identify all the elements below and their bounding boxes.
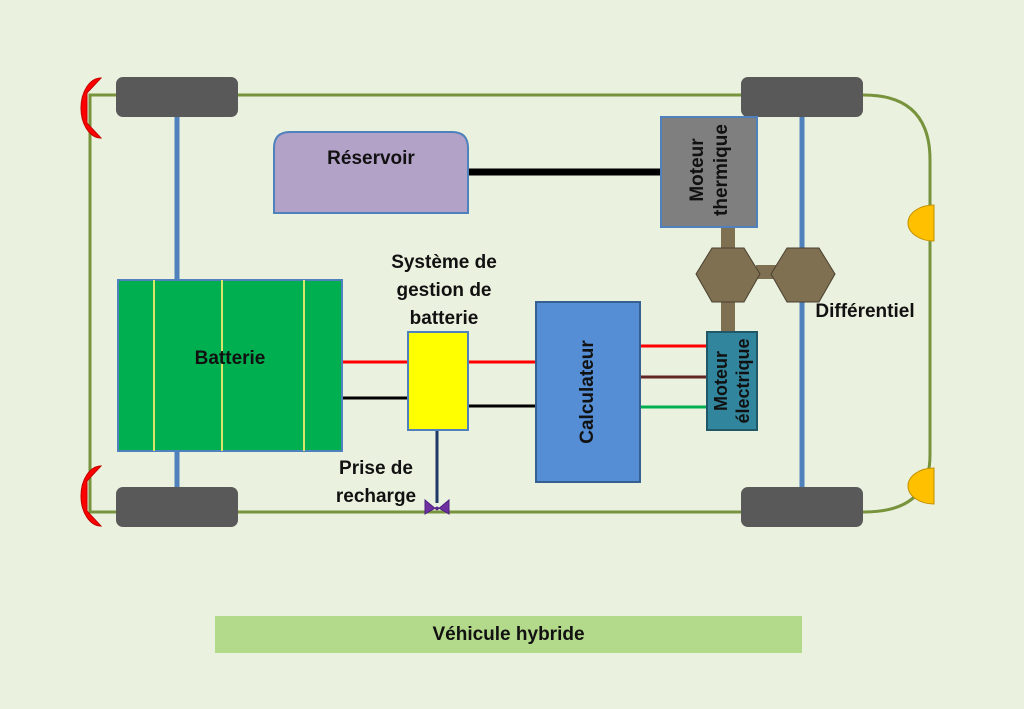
wheel-front-bottom — [741, 487, 863, 527]
calculator-box — [535, 301, 641, 483]
head-light-top — [907, 204, 935, 242]
tail-light-top — [80, 77, 103, 139]
shaft-gear-electric — [721, 298, 735, 334]
shaft-thermal-gear — [721, 226, 735, 248]
electric-motor-label: Moteur électrique — [711, 338, 753, 424]
battery-label: Batterie — [194, 348, 266, 369]
thermal-motor-box — [660, 116, 758, 228]
wheel-front-top — [741, 77, 863, 117]
bms-box — [407, 331, 469, 431]
gear-hexagon-right — [770, 247, 836, 303]
electric-motor-box — [706, 331, 758, 431]
reservoir-label: Réservoir — [327, 148, 415, 169]
chassis-outline — [88, 93, 932, 514]
diagram-caption: Véhicule hybride — [432, 623, 585, 645]
bms-label: Système de gestion de batterie — [391, 252, 497, 329]
charging-port-label: Prise de recharge — [335, 458, 417, 507]
wheel-rear-bottom — [116, 487, 238, 527]
charging-plug-icon — [424, 498, 450, 515]
differential-label: Différentiel — [815, 301, 915, 322]
reservoir-shape — [273, 131, 469, 214]
gear-hexagon-left — [695, 247, 761, 303]
head-light-bottom — [907, 467, 935, 505]
shaft-gear-differential — [756, 265, 776, 279]
tail-light-bottom — [80, 465, 103, 527]
thermal-motor-label: Moteur thermique — [687, 124, 732, 216]
caption-bar: Véhicule hybride — [215, 616, 802, 653]
calculator-label: Calculateur — [577, 340, 598, 444]
wheel-rear-top — [116, 77, 238, 117]
